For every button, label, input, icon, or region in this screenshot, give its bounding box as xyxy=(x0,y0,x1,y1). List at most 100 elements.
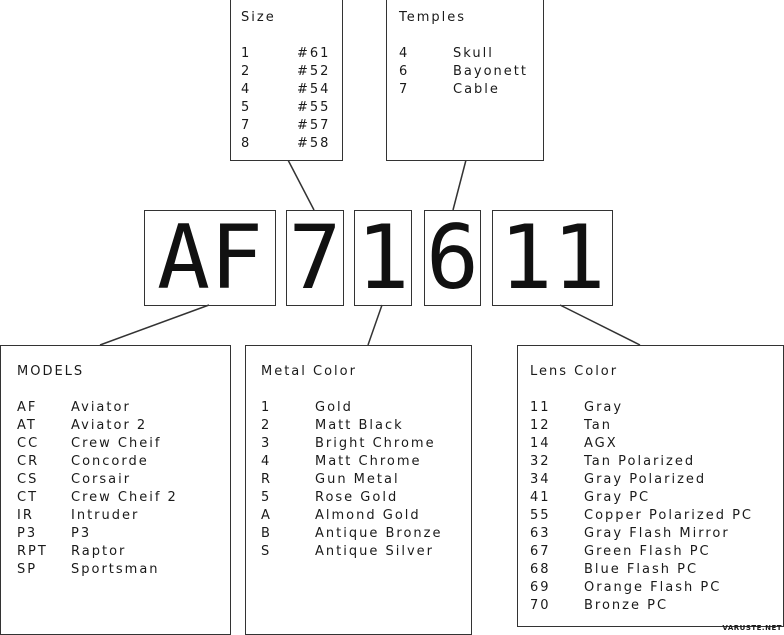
models-code: P3 xyxy=(17,526,38,541)
metal-code: R xyxy=(261,472,273,487)
models-code: AF xyxy=(17,400,38,415)
models-value: Aviator xyxy=(71,400,131,415)
size-code: 8 xyxy=(241,136,252,151)
temples-connector xyxy=(452,159,467,211)
temples-code: 7 xyxy=(399,82,410,97)
lens-value: Tan xyxy=(584,418,612,433)
lens-value: Gray xyxy=(584,400,624,415)
code-temples: 6 xyxy=(424,210,481,306)
metal-code: 3 xyxy=(261,436,272,451)
metal-value: Matt Chrome xyxy=(315,454,422,469)
models-code: CS xyxy=(17,472,39,487)
size-value: #57 xyxy=(297,118,331,133)
lens-value: Bronze PC xyxy=(584,598,669,613)
metal-value: Almond Gold xyxy=(315,508,421,523)
lens-code: 41 xyxy=(530,490,551,505)
lens-code: 63 xyxy=(530,526,551,541)
metal-value: Gun Metal xyxy=(315,472,400,487)
models-code: SP xyxy=(17,562,38,577)
lens-code: 12 xyxy=(530,418,551,433)
lens-value: AGX xyxy=(584,436,618,451)
lens-code: 68 xyxy=(530,562,551,577)
metal-code: S xyxy=(261,544,272,559)
models-code: CT xyxy=(17,490,39,505)
lens-connector xyxy=(559,304,641,346)
metal-value: Matt Black xyxy=(315,418,404,433)
lens-title: Lens Color xyxy=(530,364,619,379)
lens-value: Blue Flash PC xyxy=(584,562,699,577)
lens-color-box: Lens Color 11 Gray 12 Tan 14 AGX 32 Tan Polarize… xyxy=(517,345,784,627)
size-value: #58 xyxy=(297,136,331,151)
code-model: AF xyxy=(144,210,276,306)
metal-code: 4 xyxy=(261,454,272,469)
lens-value: Gray Polarized xyxy=(584,472,707,487)
models-connector xyxy=(99,304,210,346)
models-value: Aviator 2 xyxy=(71,418,148,433)
code-lens: 11 xyxy=(492,210,613,306)
lens-code: 34 xyxy=(530,472,551,487)
metal-code: A xyxy=(261,508,272,523)
models-value: Crew Cheif 2 xyxy=(71,490,178,505)
size-value: #55 xyxy=(297,100,331,115)
metal-value: Antique Bronze xyxy=(315,526,443,541)
size-code: 1 xyxy=(241,46,252,61)
models-value: Sportsman xyxy=(71,562,160,577)
models-value: Concorde xyxy=(71,454,149,469)
temples-value: Skull xyxy=(453,46,494,61)
lens-value: Gray Flash Mirror xyxy=(584,526,730,541)
lens-code: 14 xyxy=(530,436,551,451)
lens-code: 11 xyxy=(530,400,551,415)
temples-code: 6 xyxy=(399,64,410,79)
models-value: Corsair xyxy=(71,472,132,487)
size-title: Size xyxy=(241,10,276,25)
lens-code: 70 xyxy=(530,598,551,613)
watermark: VARUSTE.NET xyxy=(722,624,782,632)
metal-value: Gold xyxy=(315,400,353,415)
lens-code: 32 xyxy=(530,454,551,469)
size-code: 4 xyxy=(241,82,252,97)
metal-connector xyxy=(367,304,383,346)
temples-value: Bayonett xyxy=(453,64,528,79)
models-title: MODELS xyxy=(17,364,85,379)
lens-code: 69 xyxy=(530,580,551,595)
models-value: Raptor xyxy=(71,544,127,559)
lens-value: Copper Polarized PC xyxy=(584,508,753,523)
models-code: CC xyxy=(17,436,40,451)
size-value: #61 xyxy=(297,46,331,61)
metal-title: Metal Color xyxy=(261,364,357,379)
size-value: #52 xyxy=(297,64,331,79)
lens-value: Orange Flash PC xyxy=(584,580,722,595)
temples-value: Cable xyxy=(453,82,500,97)
size-code: 5 xyxy=(241,100,252,115)
models-code: IR xyxy=(17,508,34,523)
lens-value: Tan Polarized xyxy=(584,454,696,469)
metal-code: 5 xyxy=(261,490,272,505)
code-metal: 1 xyxy=(354,210,412,306)
models-value: Intruder xyxy=(71,508,140,523)
temples-code: 4 xyxy=(399,46,410,61)
metal-code: 1 xyxy=(261,400,272,415)
models-code: AT xyxy=(17,418,37,433)
models-code: CR xyxy=(17,454,40,469)
temples-title: Temples xyxy=(399,10,467,25)
lens-code: 55 xyxy=(530,508,551,523)
lens-value: Gray PC xyxy=(584,490,651,505)
size-code: 7 xyxy=(241,118,252,133)
models-value: Crew Cheif xyxy=(71,436,162,451)
size-value: #54 xyxy=(297,82,331,97)
models-value: P3 xyxy=(71,526,92,541)
metal-code: B xyxy=(261,526,272,541)
size-box: Size 1 #61 2 #52 4 #54 5 #55 7 #57 8 #58 xyxy=(230,0,343,161)
metal-value: Antique Silver xyxy=(315,544,434,559)
metal-value: Rose Gold xyxy=(315,490,399,505)
temples-box: Temples 4 Skull 6 Bayonett 7 Cable xyxy=(386,0,544,161)
size-connector xyxy=(287,159,315,211)
metal-value: Bright Chrome xyxy=(315,436,436,451)
models-code: RPT xyxy=(17,544,48,559)
size-code: 2 xyxy=(241,64,252,79)
code-size: 7 xyxy=(286,210,344,306)
lens-value: Green Flash PC xyxy=(584,544,711,559)
